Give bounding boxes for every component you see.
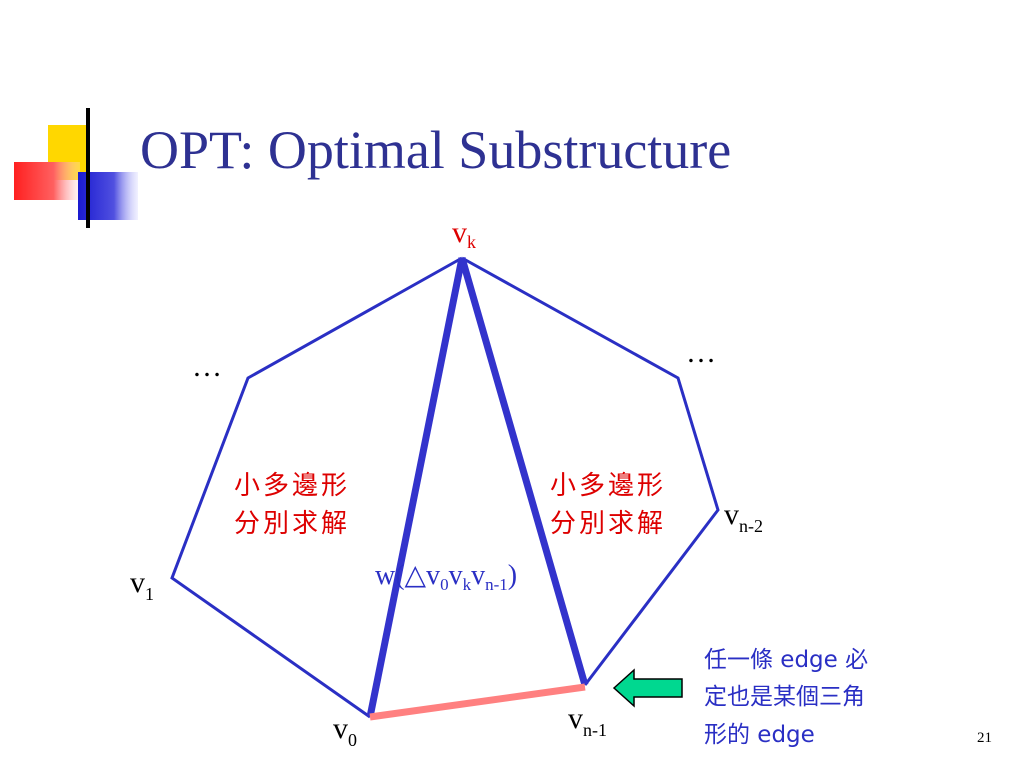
polygon-left-edges: [170, 256, 463, 719]
left-subpolygon-line1: 小多邊形: [234, 471, 350, 501]
triangle-weight-label: w(△v0vkvn-1): [375, 560, 517, 594]
note-line3: 形的 edge: [704, 722, 815, 748]
logo-red-bar: [14, 162, 80, 200]
ellipsis-right: …: [686, 336, 716, 369]
vertex-label-vn1: vn-1: [568, 702, 607, 740]
polygon-right-edges: [461, 256, 720, 686]
right-subpolygon-line2: 分別求解: [550, 509, 666, 539]
vertex-label-v1: v1: [130, 566, 154, 604]
right-subpolygon-line1: 小多邊形: [550, 471, 666, 501]
slide-logo: [14, 108, 1000, 228]
page-title: OPT: Optimal Substructure: [140, 120, 731, 180]
note-line2: 定也是某個三角: [704, 684, 865, 710]
left-subpolygon-line2: 分別求解: [234, 509, 350, 539]
pointer-arrow-icon: [612, 668, 683, 708]
ellipsis-left: …: [192, 350, 222, 383]
page-number: 21: [977, 730, 992, 746]
vertex-label-vn2: vn-2: [724, 498, 763, 536]
note-line1: 任一條 edge 必: [704, 647, 868, 673]
base-edge-v0-vn1: [369, 683, 586, 721]
triangle-edge-vk-v0: [366, 257, 466, 718]
polygon-diagram: [170, 256, 720, 721]
vertex-label-v0: v0: [333, 712, 357, 750]
triangle-edge-vk-vn1: [458, 257, 589, 686]
vertex-label-vk: vk: [452, 216, 476, 252]
